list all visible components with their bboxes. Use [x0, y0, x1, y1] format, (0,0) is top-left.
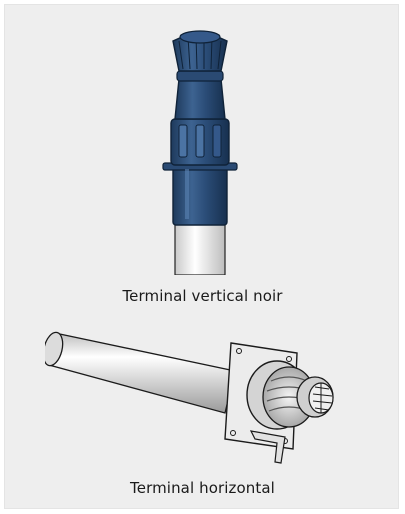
vertical-terminal-caption: Terminal vertical noir	[122, 287, 283, 305]
horizontal-flue-terminal-icon	[45, 331, 334, 464]
vertical-flue-terminal-icon	[162, 30, 238, 275]
horizontal-terminal-caption: Terminal horizontal	[130, 479, 275, 497]
product-panel: Terminal vertical noir	[4, 4, 399, 509]
